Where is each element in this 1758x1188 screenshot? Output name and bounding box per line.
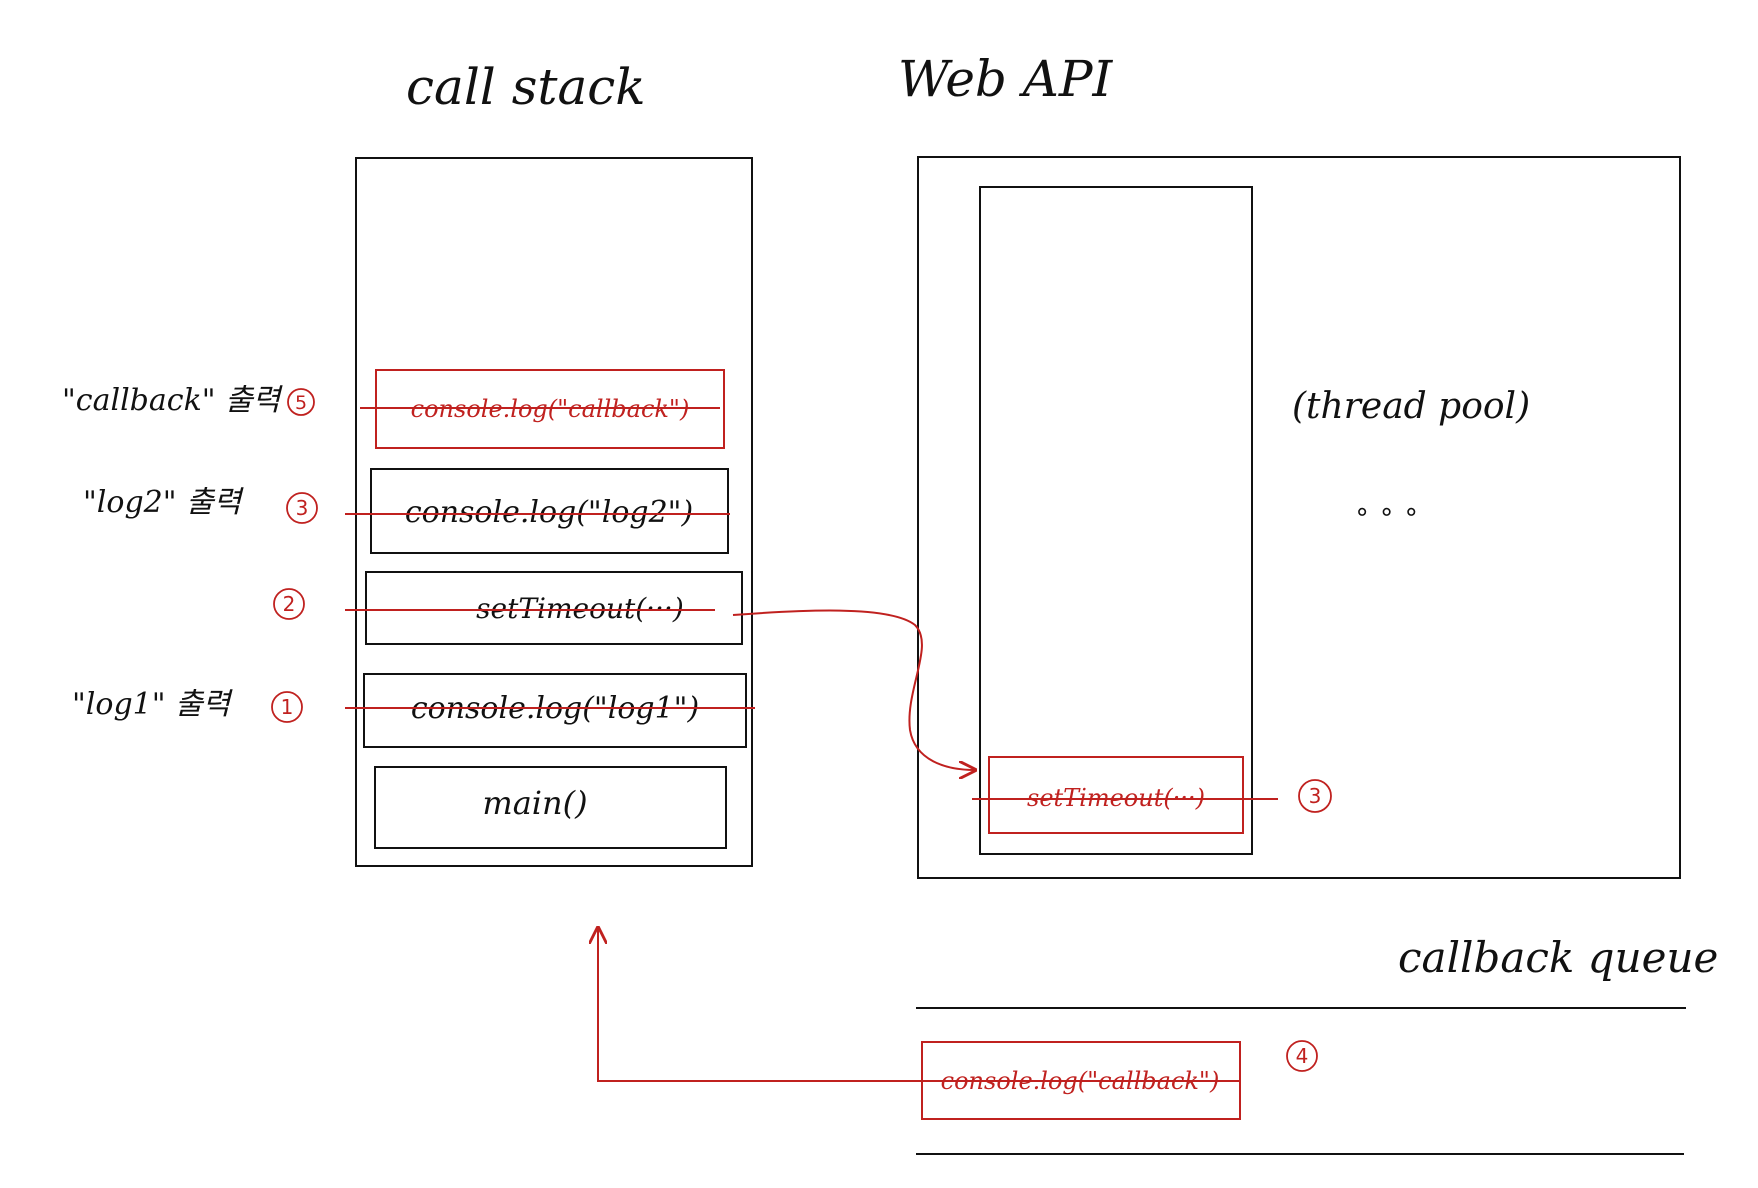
step-5-circle (287, 388, 315, 416)
step-3-circle (286, 492, 318, 524)
call-stack-title: call stack (406, 58, 646, 116)
thread-pool-label: (thread pool) (1292, 386, 1530, 427)
note-log1-output: "log1" 출력 (72, 687, 234, 722)
frame-log2-label: console.log("log2") (405, 495, 693, 530)
step-4-circle (1286, 1040, 1318, 1072)
call-stack-box (355, 157, 753, 867)
web-api-title: Web API (898, 50, 1114, 108)
callback-queue-title: callback queue (1398, 933, 1718, 982)
frame-settimeout-box (365, 571, 743, 645)
step-4-number: 4 (1296, 1044, 1309, 1068)
arrow-stack-to-webapi (732, 609, 975, 770)
frame-settimeout-label: setTimeout(···) (476, 592, 684, 625)
note-log2-output: "log2" 출력 (83, 485, 245, 520)
step-5-number: 5 (295, 392, 307, 414)
frame-main-label: main() (482, 784, 587, 822)
thread-pool-ellipsis: ∘ ∘ ∘ (1354, 497, 1419, 527)
note-callback-output: "callback" 출력 (62, 383, 284, 418)
web-api-inner-box (979, 186, 1253, 855)
web-api-box (917, 156, 1681, 879)
step-3b-circle (1298, 779, 1332, 813)
webapi-settimeout-box (988, 756, 1244, 834)
frame-main-box (374, 766, 727, 849)
step-1-number: 1 (281, 695, 294, 719)
step-2-number: 2 (283, 592, 296, 616)
step-2-circle (273, 588, 305, 620)
step-1-circle (271, 691, 303, 723)
step-3b-number: 3 (1309, 784, 1322, 808)
frame-log2-box (370, 468, 729, 554)
step-3-number: 3 (296, 496, 309, 520)
frame-log1-box (363, 673, 747, 748)
arrow-queue-to-stack (598, 928, 1240, 1082)
